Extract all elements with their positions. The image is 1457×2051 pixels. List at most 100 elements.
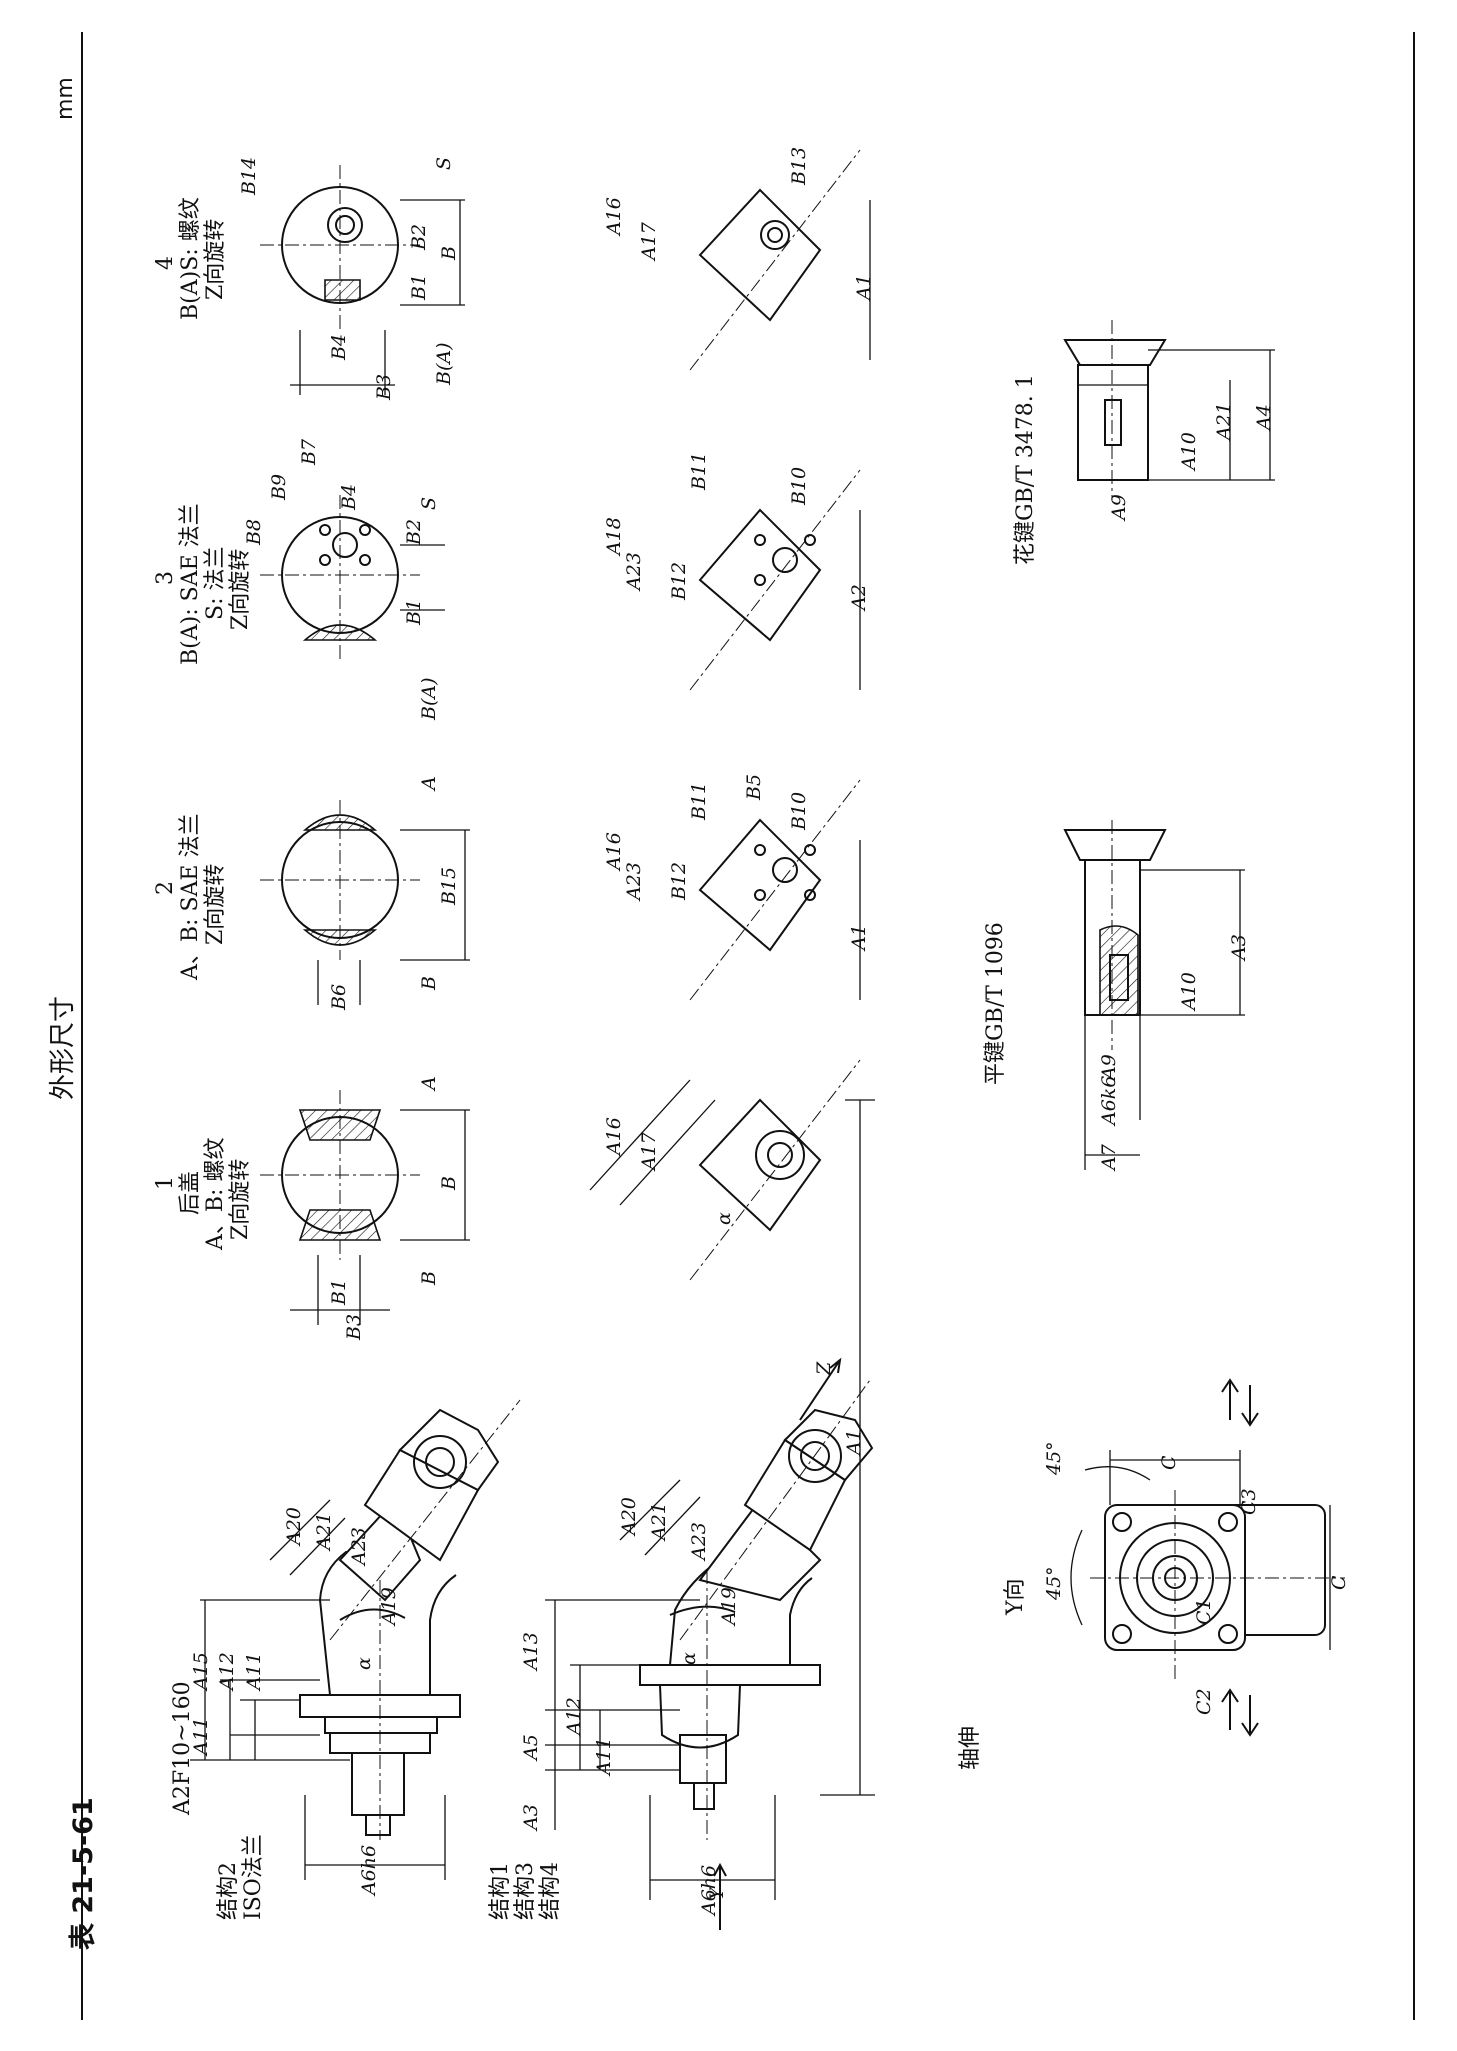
- rb3-a18: A18: [603, 517, 625, 555]
- mp-a13: A13: [520, 1632, 542, 1670]
- v1-dim-b3: B3: [343, 1313, 365, 1340]
- view3-face: [260, 495, 445, 660]
- mp-a23: A23: [688, 1522, 710, 1560]
- struct-list-4: 结构4: [538, 1862, 563, 1920]
- view1-line3: Z向旋转: [228, 1158, 253, 1240]
- mp-a6h6: A6h6: [698, 1864, 720, 1915]
- pump-iso-drawing: [190, 1399, 521, 1880]
- v3-dim-b8: B8: [243, 518, 265, 545]
- view2-line2: Z向旋转: [203, 863, 228, 945]
- view2-face: [260, 800, 470, 1005]
- v4-port-s: S: [433, 156, 455, 170]
- lp-alpha: α: [353, 1657, 375, 1670]
- mp-a11: A11: [593, 1737, 615, 1775]
- rear-block-1: [589, 1059, 861, 1281]
- rear-block-4: [689, 149, 871, 371]
- fk-a6k6: A6k6: [1098, 1075, 1120, 1125]
- v4-dim-b4: B4: [328, 333, 350, 360]
- v2-dim-b15: B15: [438, 866, 460, 905]
- struct-iso-line2: ISO法兰: [241, 1834, 266, 1920]
- lp-a6h6: A6h6: [358, 1844, 380, 1895]
- sp-a21: A21: [1213, 402, 1235, 440]
- rb4-a17: A17: [638, 222, 660, 260]
- view2-number: 2: [153, 881, 178, 895]
- rb2-a16: A16: [603, 832, 625, 870]
- sp-a9: A9: [1108, 494, 1130, 520]
- view4-line1: B(A)S: 螺纹: [178, 197, 203, 320]
- v1-port-a: A: [418, 1076, 440, 1090]
- v2-port-b: B: [418, 976, 440, 990]
- view3-line2: S: 法兰: [203, 546, 228, 620]
- rb2-b5: B5: [743, 773, 765, 800]
- view1-face: [260, 1090, 470, 1325]
- lp-a21: A21: [313, 1512, 335, 1550]
- rb2-b12: B12: [668, 861, 690, 900]
- view1-line2: A、B: 螺纹: [203, 1137, 228, 1250]
- rb2-a1: A1: [848, 924, 870, 950]
- v1-dim-b: B: [438, 1176, 460, 1190]
- rb1-a16: A16: [603, 1117, 625, 1155]
- yv-45-left: 45°: [1043, 1566, 1065, 1600]
- fk-a7: A7: [1098, 1144, 1120, 1170]
- table-number: 表 21-5-61: [68, 1797, 99, 1950]
- mp-a1: A1: [843, 1429, 865, 1455]
- lp-a19: A19: [378, 1587, 400, 1625]
- shaft-label: 轴伸: [958, 1725, 983, 1770]
- v4-dim-b14: B14: [238, 156, 260, 195]
- rb1-alpha: α: [713, 1212, 735, 1225]
- mp-z: Z: [813, 1361, 835, 1375]
- pump-main-drawing: [545, 1099, 875, 1930]
- v3-dim-b7: B7: [298, 438, 320, 465]
- struct-iso-line1: 结构2: [216, 1862, 241, 1920]
- rb3-a2: A2: [848, 584, 870, 610]
- mp-a12: A12: [563, 1697, 585, 1735]
- view3-line1: B(A): SAE 法兰: [178, 503, 203, 665]
- rear-block-2: [689, 779, 861, 1001]
- y-view: [1070, 1378, 1345, 1737]
- view2-line1: A、B: SAE 法兰: [178, 813, 203, 980]
- sp-a10: A10: [1178, 432, 1200, 470]
- v4-dim-b3: B3: [373, 373, 395, 400]
- yv-c3: C3: [1238, 1488, 1260, 1515]
- rb2-b10: B10: [788, 791, 810, 830]
- mp-a5: A5: [520, 1734, 542, 1760]
- flat-key-label: 平键GB/T 1096: [983, 922, 1008, 1085]
- v1-dim-b1: B1: [328, 1278, 350, 1305]
- v3-dim-b1: B1: [403, 598, 425, 625]
- struct-list-1: 结构1: [488, 1862, 513, 1920]
- mp-a3: A3: [520, 1804, 542, 1830]
- unit-label: mm: [53, 77, 78, 120]
- fk-a3: A3: [1228, 934, 1250, 960]
- flat-key-shaft: [1063, 820, 1245, 1170]
- v4-port-ba: B(A): [433, 342, 455, 385]
- v4-dim-b1: B1: [408, 273, 430, 300]
- lp-a12: A12: [216, 1652, 238, 1690]
- fk-a10: A10: [1178, 972, 1200, 1010]
- v3-dim-b9: B9: [268, 473, 290, 500]
- v3-dim-b4: B4: [338, 483, 360, 510]
- view3-number: 3: [153, 571, 178, 585]
- rb1-a17: A17: [638, 1132, 660, 1170]
- rb4-a16: A16: [603, 197, 625, 235]
- lp-a15: A15: [190, 1652, 212, 1690]
- yv-c-top: C: [1158, 1455, 1180, 1470]
- y-view-label: Y向: [1003, 1578, 1028, 1615]
- spline-shaft: [1063, 320, 1275, 500]
- yv-45-right: 45°: [1043, 1441, 1065, 1475]
- v4-dim-b2: B2: [408, 223, 430, 250]
- sp-a4: A4: [1253, 404, 1275, 430]
- rb2-b11: B11: [688, 781, 710, 820]
- lp-a11b: A11: [190, 1717, 212, 1755]
- view4-line2: Z向旋转: [203, 218, 228, 300]
- view3-line3: Z向旋转: [228, 548, 253, 630]
- page-heading: 外形尺寸: [48, 995, 78, 1100]
- yv-c1: C1: [1193, 1598, 1215, 1625]
- mp-a21: A21: [648, 1502, 670, 1540]
- v3-port-ba: B(A): [418, 677, 440, 720]
- rb2-a23: A23: [623, 862, 645, 900]
- v1-port-b: B: [418, 1271, 440, 1285]
- spline-key-label: 花键GB/T 3478. 1: [1013, 374, 1038, 565]
- yv-c2: C2: [1193, 1688, 1215, 1715]
- rb4-a1: A1: [853, 274, 875, 300]
